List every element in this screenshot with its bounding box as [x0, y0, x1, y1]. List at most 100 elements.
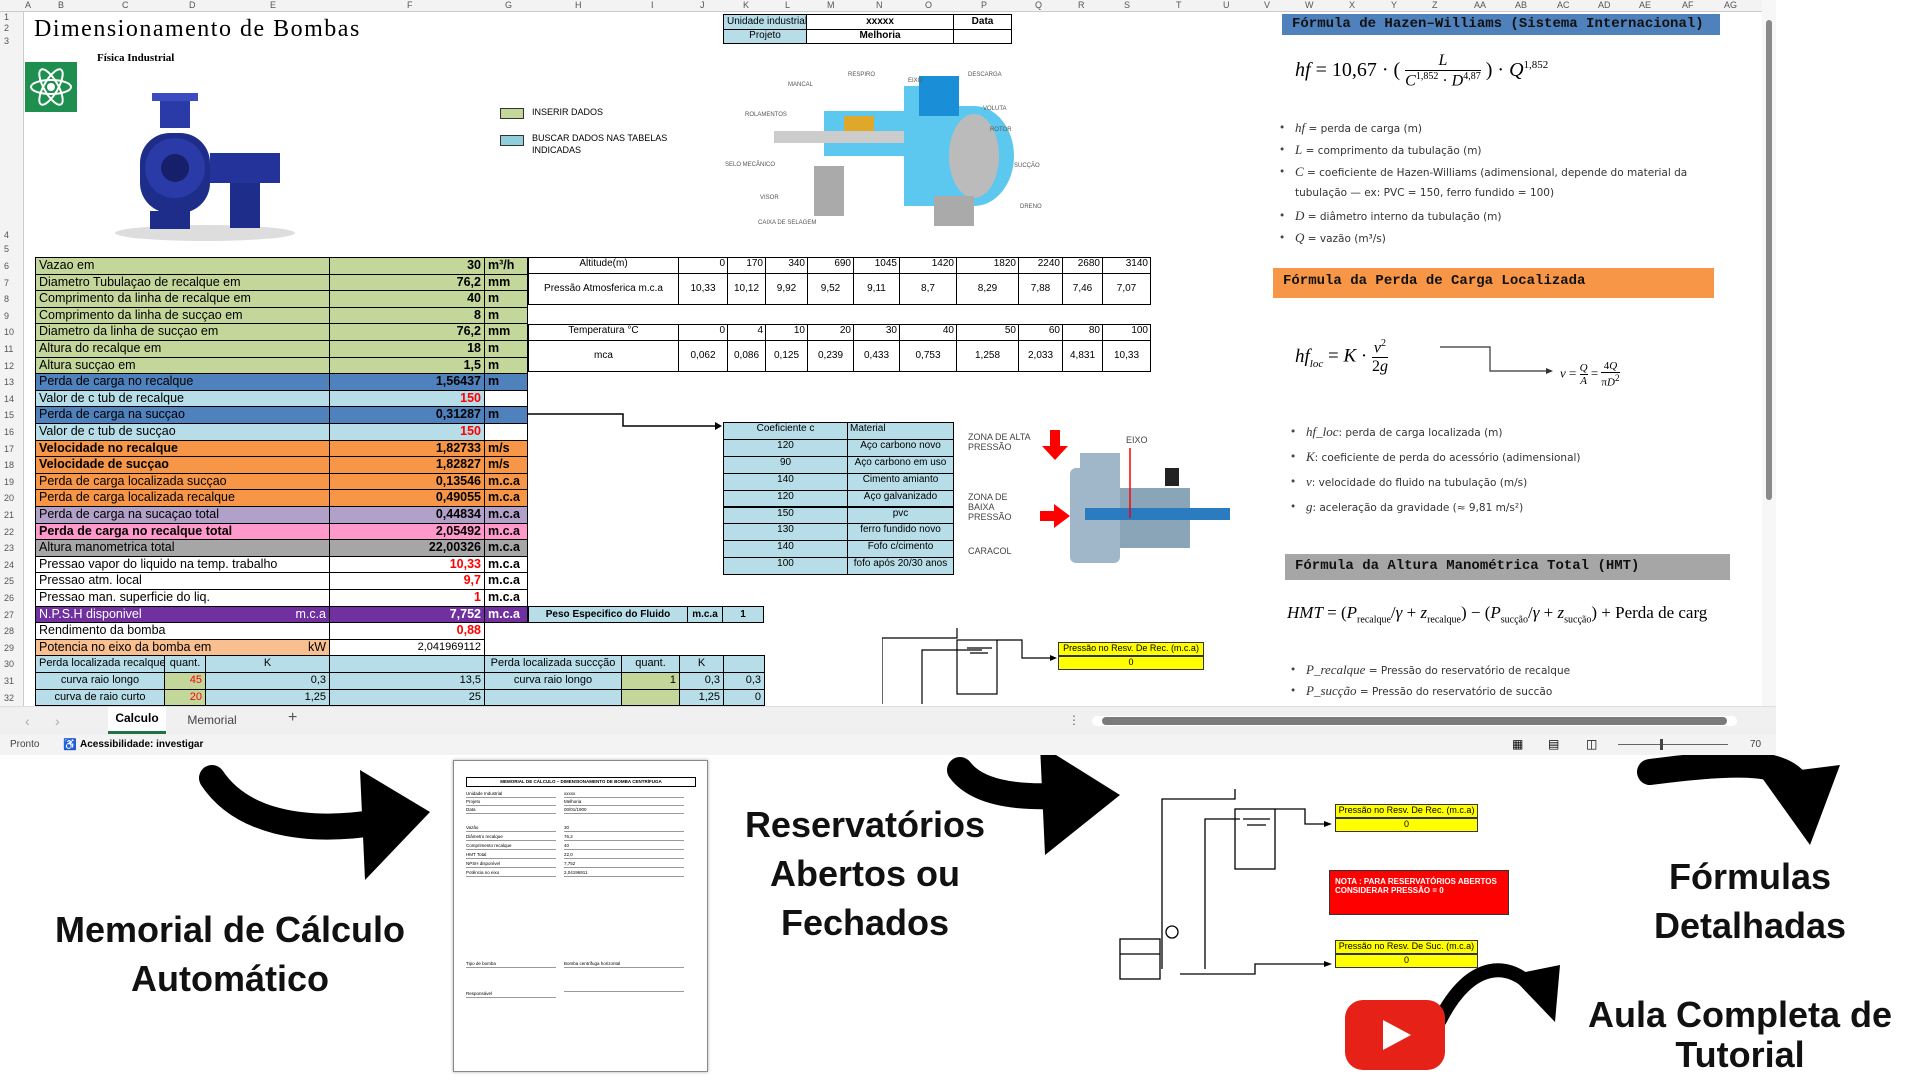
row-value[interactable]: 76,2 — [329, 323, 485, 341]
row-header[interactable]: 24 — [4, 559, 15, 570]
column-header[interactable]: K — [743, 0, 750, 10]
row-header[interactable]: 23 — [4, 543, 15, 554]
column-header[interactable]: Q — [1035, 0, 1043, 10]
row-value[interactable]: 0,88 — [329, 622, 485, 640]
project-value[interactable]: Melhoria — [806, 29, 954, 44]
row-header[interactable]: 29 — [4, 642, 15, 653]
column-header[interactable]: A — [25, 0, 32, 10]
column-header[interactable]: S — [1124, 0, 1131, 10]
row-header[interactable]: 8 — [4, 294, 10, 305]
local-loss-cell[interactable] — [621, 688, 680, 707]
zoom-slider-thumb[interactable] — [1660, 739, 1663, 750]
row-header[interactable]: 6 — [4, 261, 10, 271]
row-header[interactable]: 12 — [4, 360, 15, 371]
column-header[interactable]: E — [270, 0, 277, 10]
column-header[interactable]: U — [1223, 0, 1230, 10]
column-header[interactable]: J — [700, 0, 705, 10]
reservoir-rec-value[interactable]: 0 — [1058, 656, 1204, 670]
specific-weight-value[interactable]: 1 — [722, 606, 764, 623]
prev-sheet-icon[interactable]: ‹ — [25, 713, 30, 729]
column-header[interactable]: AD — [1598, 0, 1611, 10]
local-loss-cell[interactable]: 1 — [621, 672, 680, 690]
column-header[interactable]: AA — [1474, 0, 1487, 10]
column-header[interactable]: AF — [1682, 0, 1694, 10]
big-reservoir-suc-value[interactable]: 0 — [1335, 954, 1478, 968]
column-header[interactable]: C — [122, 0, 129, 10]
horizontal-scroll-thumb[interactable] — [1102, 717, 1727, 725]
tab-calculo[interactable]: Calculo — [108, 707, 166, 734]
row-header[interactable]: 3 — [4, 36, 10, 46]
row-header[interactable]: 32 — [4, 692, 15, 703]
next-sheet-icon[interactable]: › — [55, 713, 60, 729]
tab-memorial[interactable]: Memorial — [187, 713, 237, 727]
column-header[interactable]: P — [981, 0, 988, 10]
row-value[interactable]: 1,5 — [329, 356, 485, 375]
row-header[interactable]: 14 — [4, 393, 15, 404]
row-value[interactable]: 10,33 — [329, 555, 485, 574]
column-header[interactable]: Z — [1432, 0, 1438, 10]
column-header[interactable]: AG — [1724, 0, 1738, 10]
column-header[interactable]: W — [1305, 0, 1314, 10]
row-header[interactable]: 5 — [4, 244, 10, 254]
row-header[interactable]: 21 — [4, 510, 15, 520]
add-sheet-button[interactable]: + — [288, 709, 298, 726]
row-header[interactable]: 18 — [4, 460, 15, 471]
column-header[interactable]: M — [827, 0, 835, 10]
row-header[interactable]: 15 — [4, 410, 15, 421]
row-header[interactable]: 19 — [4, 476, 15, 487]
column-header[interactable]: G — [505, 0, 513, 10]
row-value[interactable]: 150 — [329, 389, 485, 408]
column-header[interactable]: T — [1176, 0, 1182, 10]
local-loss-cell[interactable]: 20 — [164, 688, 206, 707]
vertical-scrollbar[interactable] — [1762, 0, 1776, 706]
row-header[interactable]: 7 — [4, 277, 10, 288]
column-header[interactable]: AB — [1515, 0, 1528, 10]
row-header[interactable]: 11 — [4, 344, 14, 354]
row-header[interactable]: 9 — [4, 310, 10, 321]
row-value[interactable]: 8 — [329, 306, 485, 325]
unit-value[interactable]: xxxxx — [806, 14, 954, 30]
row-value[interactable]: 150 — [329, 423, 485, 441]
column-header[interactable]: O — [925, 0, 933, 10]
row-header[interactable]: 27 — [4, 609, 15, 620]
row-value[interactable]: 9,7 — [329, 572, 485, 590]
more-options-icon[interactable]: ⋮ — [1068, 713, 1080, 727]
row-header[interactable]: 17 — [4, 443, 15, 454]
zoom-slider[interactable] — [1618, 739, 1728, 750]
vertical-scroll-thumb[interactable] — [1766, 20, 1772, 500]
column-header[interactable]: D — [189, 0, 196, 10]
row-header[interactable]: 30 — [4, 659, 15, 670]
accessibility-status[interactable]: Acessibilidade: investigar — [80, 739, 204, 750]
youtube-icon[interactable] — [1345, 1000, 1445, 1070]
row-header[interactable]: 10 — [4, 327, 15, 338]
column-header[interactable]: B — [58, 0, 65, 10]
zoom-level[interactable]: 70 — [1750, 739, 1762, 750]
row-header[interactable]: 22 — [4, 526, 15, 537]
page-break-icon[interactable]: ◫ — [1586, 737, 1598, 751]
normal-view-icon[interactable]: ▦ — [1512, 737, 1524, 751]
column-header[interactable]: N — [876, 0, 883, 10]
big-reservoir-rec-value[interactable]: 0 — [1335, 818, 1478, 832]
row-header[interactable]: 28 — [4, 626, 15, 637]
row-header[interactable]: 20 — [4, 493, 15, 504]
column-header[interactable]: H — [575, 0, 582, 10]
row-header[interactable]: 13 — [4, 377, 15, 388]
row-header[interactable]: 2 — [4, 23, 10, 33]
row-value[interactable]: 18 — [329, 340, 485, 358]
column-header[interactable]: X — [1349, 0, 1356, 10]
column-header[interactable]: V — [1264, 0, 1271, 10]
column-header[interactable]: L — [785, 0, 791, 10]
date-value[interactable] — [953, 29, 1012, 44]
column-header[interactable]: AE — [1639, 0, 1652, 10]
row-value[interactable]: 76,2 — [329, 273, 485, 292]
column-header[interactable]: F — [407, 0, 413, 10]
row-header[interactable]: 4 — [4, 230, 10, 240]
local-loss-cell[interactable]: 45 — [164, 672, 206, 690]
page-layout-icon[interactable]: ▤ — [1548, 737, 1560, 751]
row-header[interactable]: 31 — [4, 676, 15, 686]
row-header[interactable]: 16 — [4, 427, 15, 437]
column-header[interactable]: Y — [1391, 0, 1398, 10]
row-header[interactable]: 25 — [4, 576, 15, 587]
column-header[interactable]: R — [1078, 0, 1085, 10]
row-header[interactable]: 1 — [4, 12, 10, 22]
